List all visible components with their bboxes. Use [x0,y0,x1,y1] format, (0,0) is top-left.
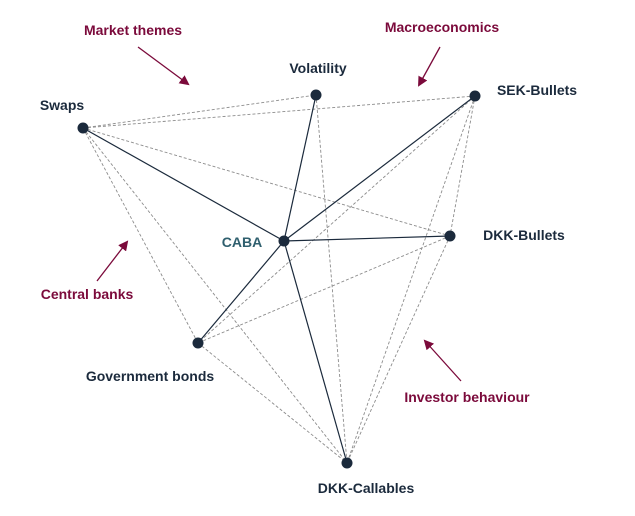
dkk-callables-label: DKK-Callables [318,480,415,496]
swaps-label: Swaps [40,97,85,113]
macroeconomics-arrow-icon [418,46,441,87]
dashed-edges-group [82,94,476,464]
dashed-edge-government-bonds-dkk-callables [197,342,348,464]
sek-bullets-label: SEK-Bullets [497,82,577,98]
solid-edges-group [82,94,476,464]
dashed-edge-swaps-government-bonds [82,127,199,344]
solid-edge-caba-swaps [82,127,285,242]
dashed-edge-dkk-bullets-government-bonds [197,235,451,344]
swaps-node[interactable] [77,122,89,134]
volatility-label: Volatility [289,60,347,76]
dashed-edge-volatility-dkk-callables [315,94,348,464]
solid-edge-caba-volatility [283,94,317,242]
caba-node[interactable] [278,235,290,247]
market-themes-label: Market themes [84,22,182,38]
central-banks-arrow-icon [96,240,129,282]
dashed-edge-swaps-sek-bullets [82,95,476,129]
volatility-node[interactable] [310,89,322,101]
dashed-edge-sek-bullets-dkk-callables [346,95,476,464]
market-themes-arrow-icon [137,46,190,86]
dashed-edge-swaps-volatility [82,94,317,129]
dkk-bullets-node[interactable] [444,230,456,242]
theme-labels-group: Market themes Macroeconomics Central ban… [41,19,530,405]
node-labels-group: CABA Volatility Swaps SEK-Bullets DKK-Bu… [40,60,577,496]
caba-label: CABA [222,234,262,250]
investor-behaviour-arrow-icon [423,339,462,382]
macroeconomics-label: Macroeconomics [385,19,500,35]
solid-edge-caba-government-bonds [197,240,285,344]
dashed-edge-swaps-dkk-bullets [82,127,451,237]
nodes-group [77,89,481,469]
investor-behaviour-label: Investor behaviour [404,389,530,405]
dkk-callables-node[interactable] [341,457,353,469]
dashed-edge-sek-bullets-government-bonds [197,95,476,344]
dashed-edge-sek-bullets-dkk-bullets [449,95,476,237]
dkk-bullets-label: DKK-Bullets [483,227,565,243]
solid-edge-caba-dkk-callables [283,240,348,464]
sek-bullets-node[interactable] [469,90,481,102]
solid-edge-caba-sek-bullets [283,95,476,242]
government-bonds-node[interactable] [192,337,204,349]
dashed-edge-dkk-bullets-dkk-callables [346,235,451,464]
solid-edge-caba-dkk-bullets [283,235,451,242]
central-banks-label: Central banks [41,286,134,302]
government-bonds-label: Government bonds [86,368,215,384]
theme-arrows-group [96,46,462,382]
dashed-edge-swaps-dkk-callables [82,127,348,464]
